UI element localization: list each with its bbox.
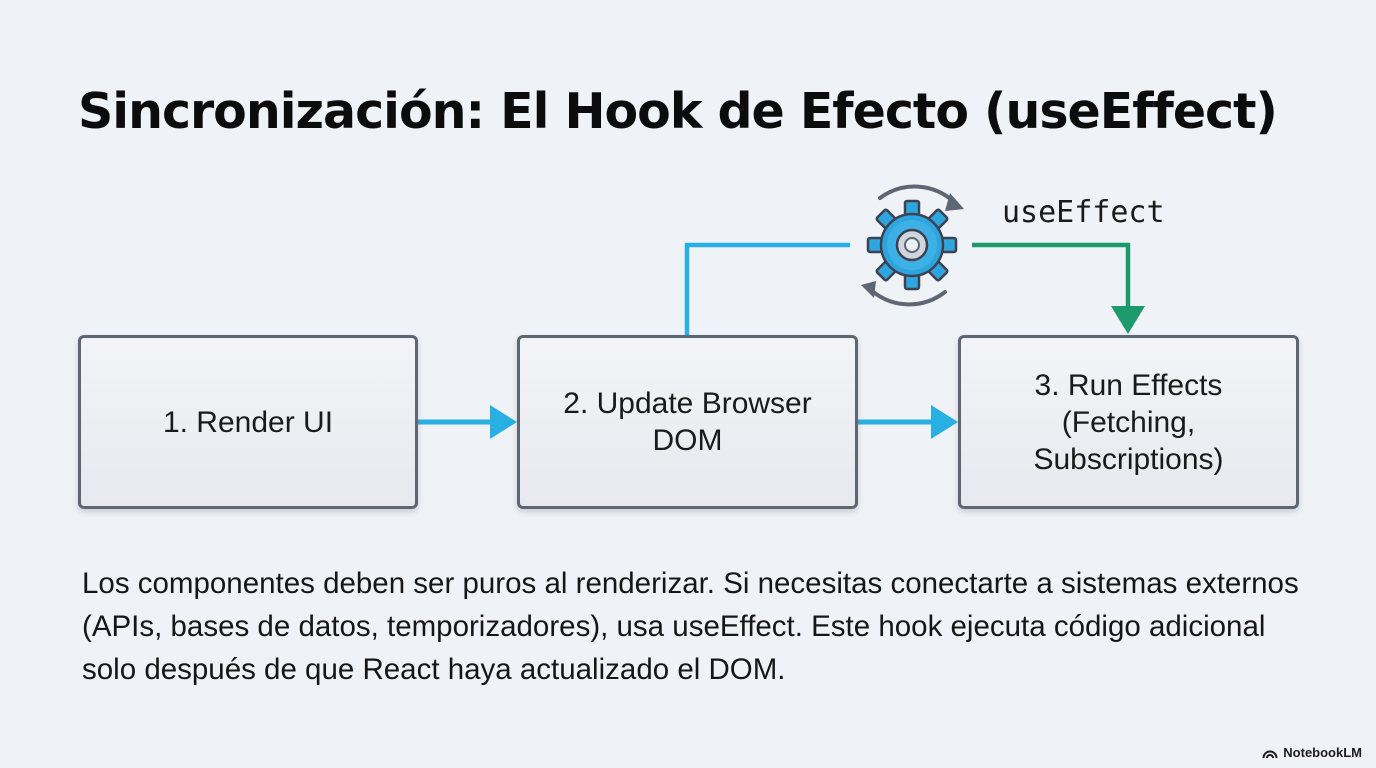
page-title: Sincronización: El Hook de Efecto (useEf… [78, 83, 1278, 140]
gear-cycle-icon [861, 184, 964, 307]
use-effect-label: useEffect [1002, 195, 1165, 230]
step-update-dom-box: 2. Update Browser DOM [517, 335, 858, 509]
step-label: 3. Run Effects (Fetching, Subscriptions) [1033, 368, 1224, 476]
step-label: 2. Update Browser DOM [563, 387, 812, 457]
arrow-render-to-dom [418, 405, 517, 439]
arrow-hook-to-effects [972, 242, 1145, 334]
notebooklm-brand: NotebookLM [1262, 745, 1362, 760]
step-run-effects-box: 3. Run Effects (Fetching, Subscriptions) [958, 335, 1299, 509]
notebooklm-logo-icon [1262, 750, 1278, 758]
brand-name: NotebookLM [1283, 745, 1362, 760]
step-render-ui-box: 1. Render UI [78, 335, 418, 509]
connector-dom-to-hook [684, 242, 850, 335]
description-text: Los componentes deben ser puros al rende… [82, 567, 1299, 686]
arrow-dom-to-effects [858, 405, 958, 439]
step-label: 1. Render UI [162, 405, 334, 439]
